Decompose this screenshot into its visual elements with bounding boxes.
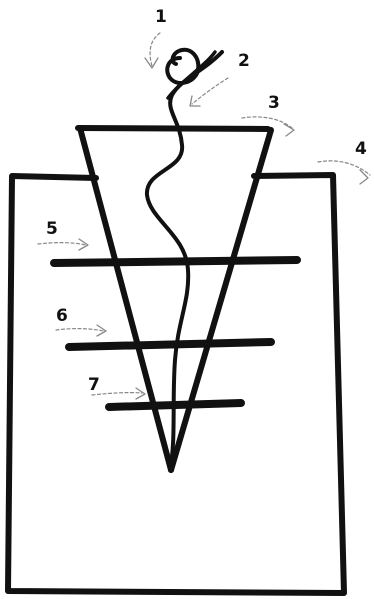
label-2: 2 [238,51,250,71]
label-4: 4 [355,139,367,159]
arrow-2 [192,78,228,104]
cone-left-side [80,128,171,470]
bar-6 [69,342,271,347]
arrow-5 [38,243,86,245]
cone-rim [78,128,268,129]
bar-5 [54,260,297,263]
top-loop [167,50,198,83]
arrow-3-head [284,124,294,136]
arrow-6 [56,329,104,331]
label-3: 3 [268,93,280,113]
label-7: 7 [88,375,100,395]
arrow-1 [150,33,160,66]
label-5: 5 [46,219,58,239]
arrow-7-head [136,388,145,399]
label-1: 1 [155,7,167,27]
label-6: 6 [56,306,68,326]
